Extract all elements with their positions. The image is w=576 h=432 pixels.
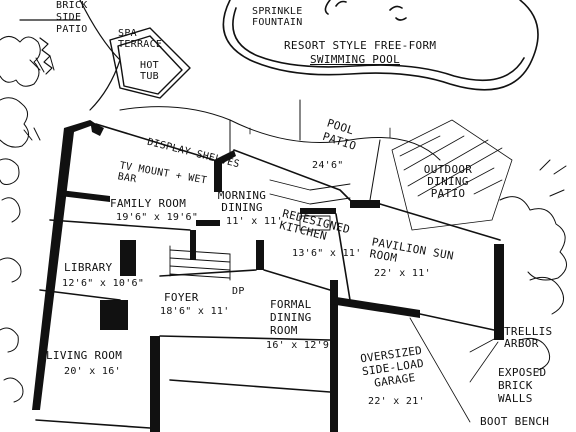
interior-walls [35, 123, 501, 429]
sprinkle-fountain-label: SPRINKLE FOUNTAIN [252, 6, 303, 28]
garage-dimension: 22' x 21' [368, 396, 425, 407]
morning-dining-label: MORNING DINING [217, 189, 267, 214]
library-label: LIBRARY [64, 261, 113, 274]
library-dimension: 12'6" x 10'6" [62, 278, 145, 289]
foyer-dimension: 18'6" x 11' [160, 306, 230, 317]
swimming-pool [222, 0, 539, 91]
foyer-label: FOYER [164, 291, 199, 304]
family-room-label: FAMILY ROOM [110, 197, 187, 210]
shrubbery-left [0, 36, 55, 403]
brick-side-patio-label: BRICK SIDE PATIO [56, 0, 88, 35]
pool-subtitle: SWIMMING POOL [310, 53, 400, 66]
stairs [169, 245, 231, 281]
shrubbery-right [499, 159, 567, 371]
family-room-dimension: 19'6" x 19'6" [116, 212, 199, 223]
spa-terrace [109, 27, 191, 99]
kitchen-counters [269, 179, 351, 231]
formal-dining-dimension: 16' x 12'9" [266, 340, 336, 351]
pool-patio-dimension: 24'6" [312, 160, 344, 171]
exterior-walls [32, 120, 504, 432]
outdoor-dining-patio [391, 119, 513, 231]
exposed-brick-walls-label: EXPOSED BRICK WALLS [498, 366, 547, 405]
hot-tub-label: HOT TUB [140, 60, 159, 82]
sun-room-dimension: 22' x 11' [374, 268, 431, 279]
pool-title: RESORT STYLE FREE-FORM [284, 39, 437, 52]
formal-dining-room-label: FORMAL DINING ROOM [270, 298, 312, 337]
dp-label: DP [232, 286, 245, 297]
trellis-arbor-label: TRELLIS ARBOR [504, 325, 553, 350]
leader-lines [249, 127, 499, 423]
morning-dining-dimension: 11' x 11' [226, 216, 283, 227]
living-room-dimension: 20' x 16' [64, 366, 121, 377]
boot-bench-label: BOOT BENCH [480, 415, 550, 428]
kitchen-dimension: 13'6" x 11' [292, 248, 362, 259]
spa-terrace-label: SPA TERRACE [118, 28, 163, 50]
outdoor-dining-patio-label: OUTDOOR DINING PATIO [423, 163, 473, 200]
living-room-label: LIVING ROOM [46, 349, 123, 362]
